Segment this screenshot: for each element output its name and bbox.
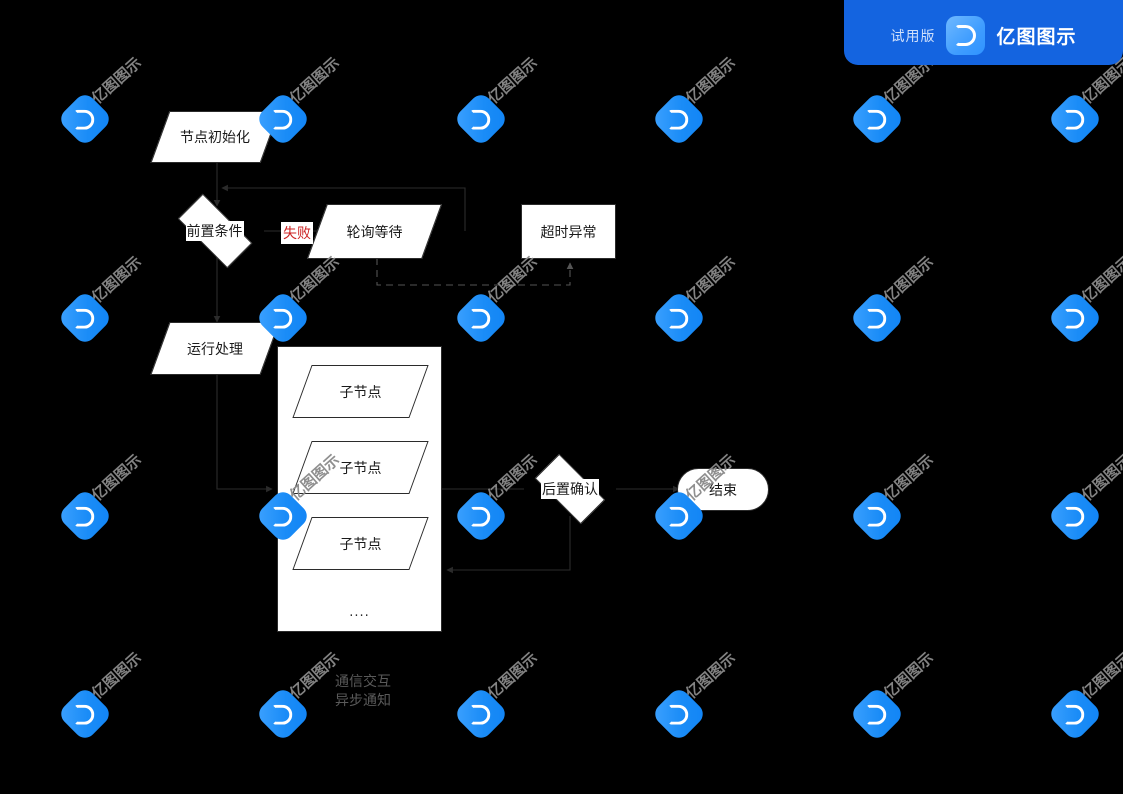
group-more-label: .... (349, 605, 370, 620)
node-child-1[interactable]: 子节点 (292, 365, 429, 418)
brand-name: 亿图图示 (996, 26, 1077, 48)
node-poll-wait[interactable]: 轮询等待 (306, 204, 443, 259)
node-child-3[interactable]: 子节点 (292, 517, 429, 570)
node-timeout-exception[interactable]: 超时异常 (521, 204, 616, 259)
node-label: 前置条件 (185, 221, 244, 241)
node-child-2[interactable]: 子节点 (292, 441, 429, 494)
node-label: 结束 (709, 482, 737, 499)
node-run-process[interactable]: 运行处理 (150, 322, 280, 375)
edge-postcheck-loopback (446, 516, 571, 574)
node-label: 子节点 (339, 384, 382, 401)
trial-brand-badge: 试用版 亿图图示 (844, 0, 1123, 65)
node-label: 子节点 (339, 536, 382, 553)
node-end[interactable]: 结束 (677, 468, 769, 511)
trial-label: 试用版 (890, 28, 936, 45)
node-node-init[interactable]: 节点初始化 (150, 111, 280, 163)
node-label: 节点初始化 (180, 130, 250, 146)
node-label: 后置确认 (541, 479, 599, 499)
node-label: 子节点 (339, 460, 382, 477)
edraw-logo-icon (946, 16, 986, 55)
node-precheck[interactable]: 前置条件 (165, 193, 264, 269)
note-communication: 通信交互 (335, 674, 391, 690)
edge-run-to-group (216, 375, 273, 493)
node-label: 轮询等待 (346, 224, 403, 241)
node-label: 超时异常 (540, 224, 597, 241)
edge-poll-to-timeout-dashed (376, 258, 574, 286)
edge-poll-loopback (221, 184, 466, 231)
edge-label-fail: 失败 (281, 222, 313, 244)
node-post-confirm[interactable]: 后置确认 (524, 453, 616, 525)
note-async: 异步通知 (335, 693, 391, 709)
node-label: 运行处理 (187, 341, 243, 358)
